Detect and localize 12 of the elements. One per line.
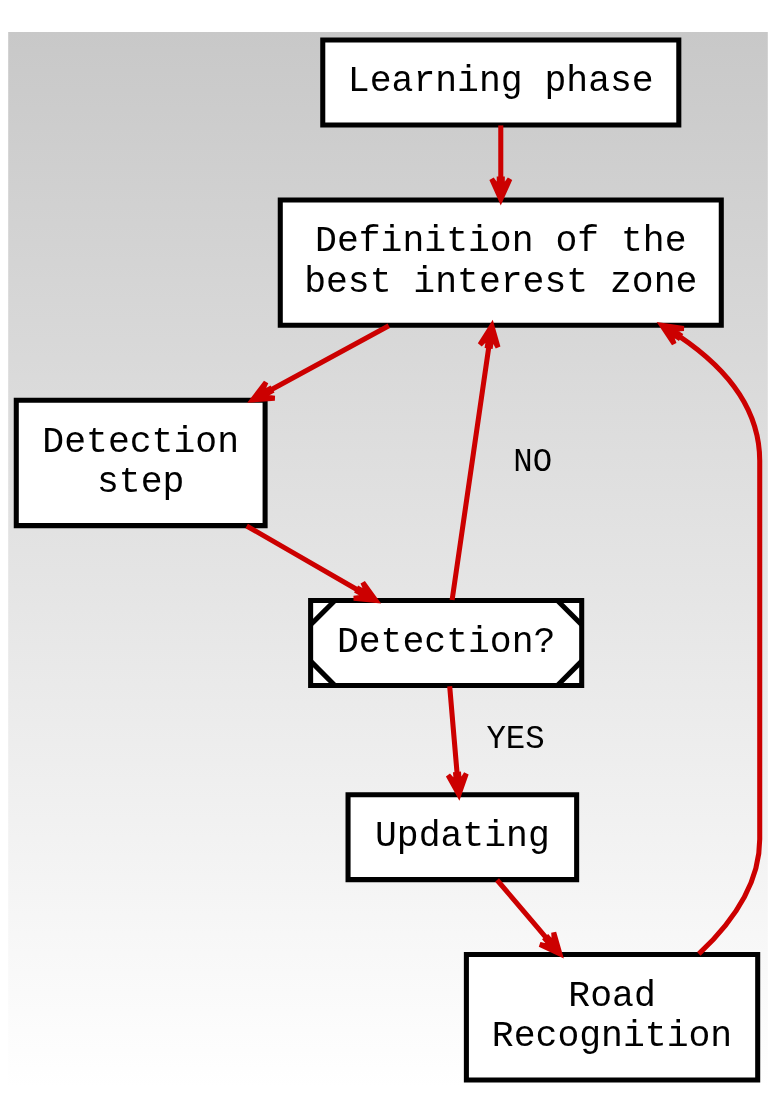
node-box: Detection step <box>13 397 268 528</box>
arrow <box>495 877 563 956</box>
node-box: Updating <box>345 791 580 882</box>
edge-label: YES <box>486 720 545 758</box>
node-box: Road Recognition <box>463 951 761 1082</box>
arrow <box>659 322 763 956</box>
arrow <box>449 322 501 600</box>
arrow <box>250 322 391 402</box>
edge-label: NO <box>513 443 553 481</box>
node-box: Learning phase <box>320 37 682 128</box>
arrow <box>245 523 379 603</box>
node-box: Definition of the best interest zone <box>277 196 724 328</box>
